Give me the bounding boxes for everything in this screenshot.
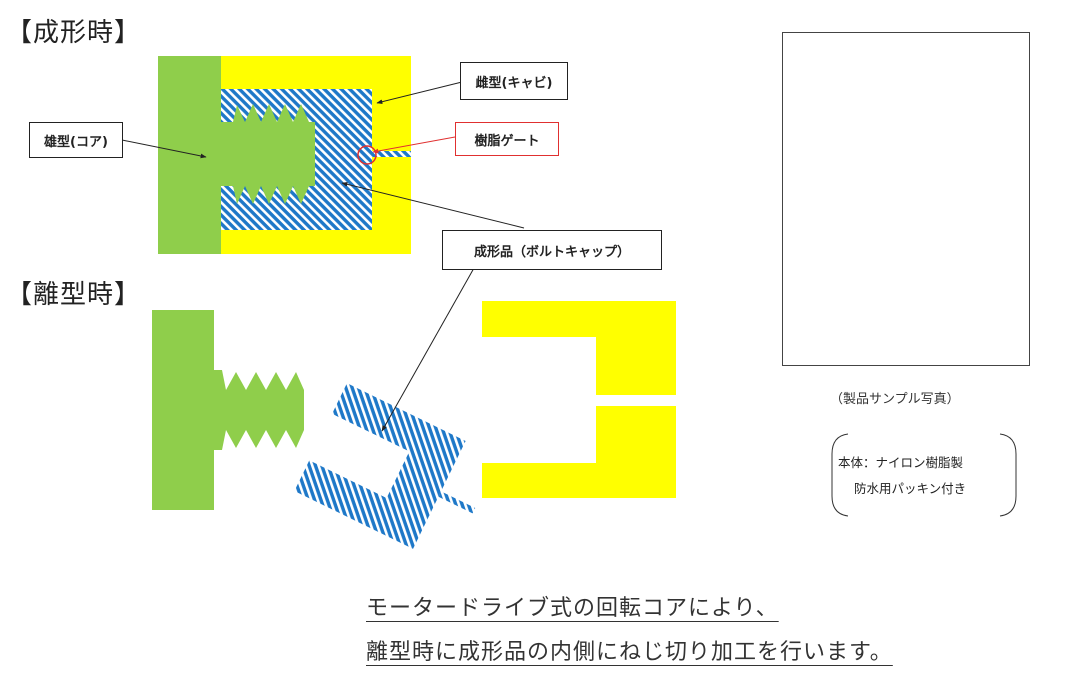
description-line-1: モータードライブ式の回転コアにより、 <box>366 590 779 622</box>
photo-caption: （製品サンプル写真） <box>830 388 960 407</box>
label-core: 雄型(コア) <box>29 122 123 158</box>
label-cavity: 雌型(キャビ) <box>460 62 568 100</box>
spec-box: 本体：ナイロン樹脂製 防水用パッキン付き <box>832 434 1016 514</box>
cavity-lower-release <box>482 406 676 498</box>
core-thread-release <box>214 370 304 450</box>
product-photo-frame <box>782 32 1030 366</box>
part-leader-release <box>382 268 474 431</box>
spec-gasket: 防水用パッキン付き <box>854 478 966 497</box>
cavity-upper-release <box>482 301 676 395</box>
label-part: 成形品（ボルトキャップ） <box>442 230 662 270</box>
spec-material: 本体：ナイロン樹脂製 <box>838 452 963 471</box>
resin-gate-channel <box>372 151 411 157</box>
description-line-2: 離型時に成形品の内側にねじ切り加工を行います。 <box>366 634 893 666</box>
released-part <box>294 383 499 565</box>
label-gate: 樹脂ゲート <box>455 122 559 156</box>
core-block-release <box>152 310 214 510</box>
core-thread <box>221 104 315 204</box>
core-block <box>158 56 221 254</box>
